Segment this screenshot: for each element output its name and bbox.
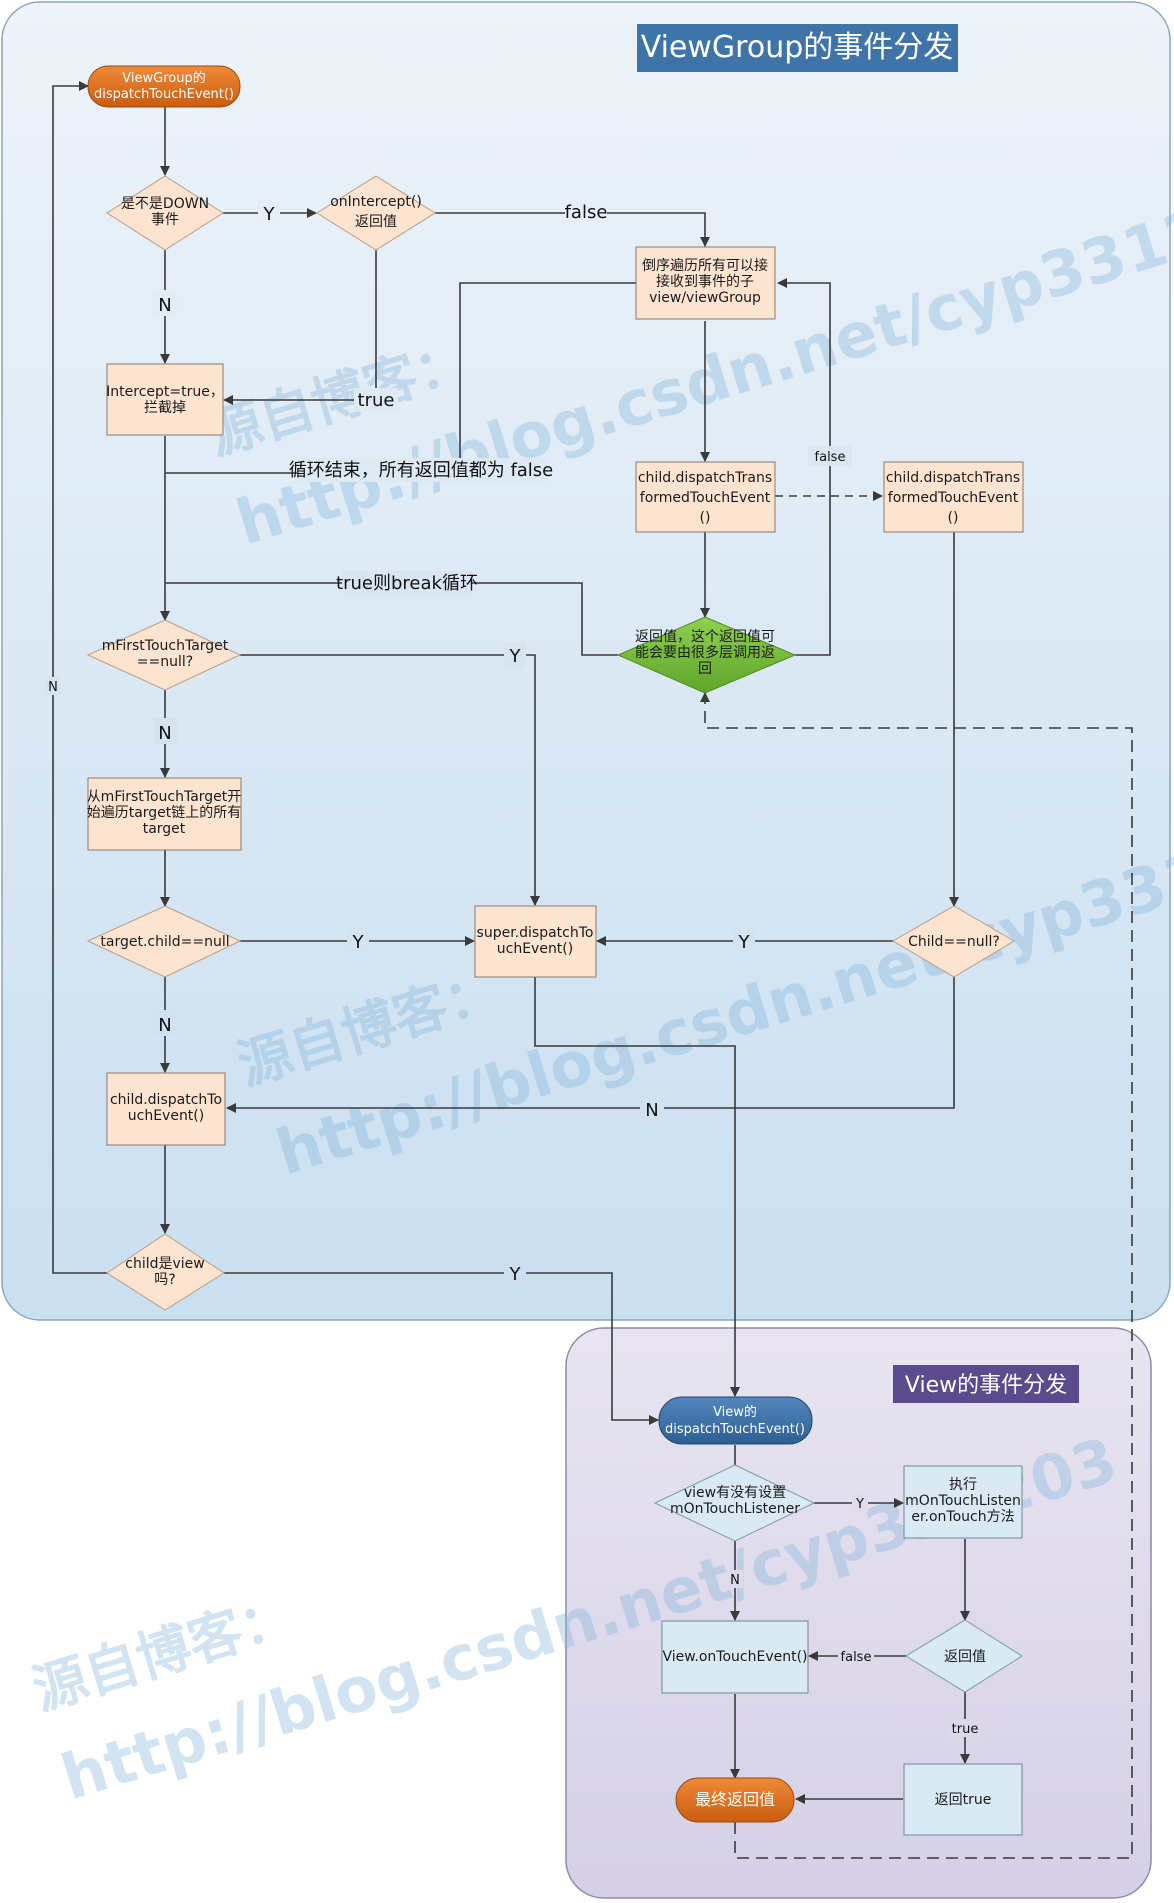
first-touch-target-decision: mFirstTouchTarget ==null? [86,619,242,691]
final-return-value: 最终返回值 [675,1777,795,1823]
view-title-box [893,1365,1079,1403]
view-return-value-decision: 返回值 [905,1619,1023,1693]
edge-label: N [158,1015,171,1036]
return-value-decision: 返回值，这个返回值可 能会要由很多层调用返 回 [616,616,797,694]
edge-label: false [815,450,846,465]
node-line: 能会要由很多层调用返 [635,644,775,661]
node-line: child是view [125,1256,204,1272]
node-line: () [700,510,711,526]
viewgroup-dispatch-start: ViewGroup的 dispatchTouchEvent() [87,65,241,108]
return-true-box: 返回true [903,1763,1023,1836]
edge-label: Y [509,646,522,667]
node-line: Intercept=true， [106,384,224,400]
viewgroup-title-box [637,24,958,72]
node-line: 倒序遍历所有可以接 [642,257,768,274]
node-line: 从mFirstTouchTarget开 [87,789,242,805]
node-line: uchEvent() [497,941,573,957]
viewgroup-panel [1,1,1171,1321]
view-dispatch-start: View的 dispatchTouchEvent() [658,1396,813,1445]
node-line: mFirstTouchTarget [102,638,229,654]
node-line: super.dispatchTo [477,925,594,941]
node-line: View.onTouchEvent() [662,1649,807,1665]
node-line: ==null? [137,654,193,670]
node-line: 返回值 [944,1649,986,1665]
node-line: child.dispatchTrans [638,470,772,486]
edge-label: N [645,1100,658,1121]
node-line: formedTouchEvent [888,490,1019,506]
edge-labels: Y false N true 循环结束，所有返回值都为 false false … [45,200,982,1737]
execute-listener-box: 执行 mOnTouchListen er.onTouch方法 [903,1465,1023,1539]
edges [52,81,1133,1859]
node-line: 拦截掉 [144,400,186,416]
edge-label: false [841,1650,872,1665]
super-dispatch-box: super.dispatchTo uchEvent() [474,905,597,978]
edge-label: 循环结束，所有返回值都为 false [289,460,554,481]
child-null-decision: Child==null? [892,905,1015,978]
iterate-children-box: 倒序遍历所有可以接 接收到事件的子 view/viewGroup [635,246,776,320]
edge-label: true [952,1722,979,1737]
edge-label: Y [509,1264,522,1285]
view-on-touch-event-box: View.onTouchEvent() [661,1620,809,1694]
node-line: 执行 [949,1477,977,1493]
node-line: dispatchTouchEvent() [94,87,234,102]
node-line: 吗? [154,1272,175,1288]
edge-label: N [48,680,58,695]
edge-label: true [358,390,395,411]
viewgroup-title: ViewGroup的事件分发 [641,30,954,65]
node-line: 回 [698,661,712,677]
node-line: 最终返回值 [695,1790,775,1809]
intercept-true-box: Intercept=true， 拦截掉 [106,363,224,436]
child-is-view-decision: child是view 吗? [106,1233,225,1311]
node-line: Child==null? [908,934,1000,950]
edge-label: Y [352,932,365,953]
node-line: 接收到事件的子 [656,273,754,290]
edge-label: Y [263,204,276,225]
target-child-null-decision: target.child==null [86,905,242,978]
node-line: 返回值 [355,214,397,230]
edge-label: false [565,202,608,223]
node-line: view有没有设置 [684,1485,786,1501]
is-down-decision: 是不是DOWN 事件 [106,175,224,251]
node-line: uchEvent() [128,1108,204,1124]
node-line: mOnTouchListen [905,1493,1021,1509]
node-line: target [143,821,186,837]
edge-label: N [730,1573,740,1588]
node-line: child.dispatchTo [110,1092,222,1108]
edge-label: Y [855,1497,864,1512]
node-line: () [948,510,959,526]
edge-label: N [158,723,171,744]
edge-label: Y [738,932,751,953]
node-line: ViewGroup的 [122,70,205,86]
node-line: target.child==null [100,934,229,950]
node-line: 事件 [151,212,179,228]
node-line: onIntercept() [330,194,422,210]
node-line: dispatchTouchEvent() [665,1422,805,1437]
has-touch-listener-decision: view有没有设置 mOnTouchListener [653,1464,816,1542]
node-line: view/viewGroup [649,290,761,306]
node-line: 返回值，这个返回值可 [635,628,775,645]
child-dispatch-box: child.dispatchTo uchEvent() [106,1072,226,1146]
on-intercept-decision: onIntercept() 返回值 [316,175,436,251]
traverse-targets-box: 从mFirstTouchTarget开 始遍历target链上的所有 targe… [87,777,242,851]
node-line: 始遍历target链上的所有 [87,805,242,821]
node-line: 返回true [935,1792,992,1808]
node-line: 是不是DOWN [121,196,209,212]
node-line: er.onTouch方法 [911,1509,1014,1525]
edge-label: true则break循环 [336,573,478,594]
view-title: View的事件分发 [905,1373,1067,1398]
child-dispatch-transformed-box-2: child.dispatchTrans formedTouchEvent () [883,461,1024,533]
node-line: child.dispatchTrans [886,470,1020,486]
node-line: formedTouchEvent [640,490,771,506]
edge-label: N [158,295,171,316]
node-line: mOnTouchListener [670,1501,800,1517]
child-dispatch-transformed-box: child.dispatchTrans formedTouchEvent () [635,461,776,533]
node-line: View的 [713,1404,757,1420]
